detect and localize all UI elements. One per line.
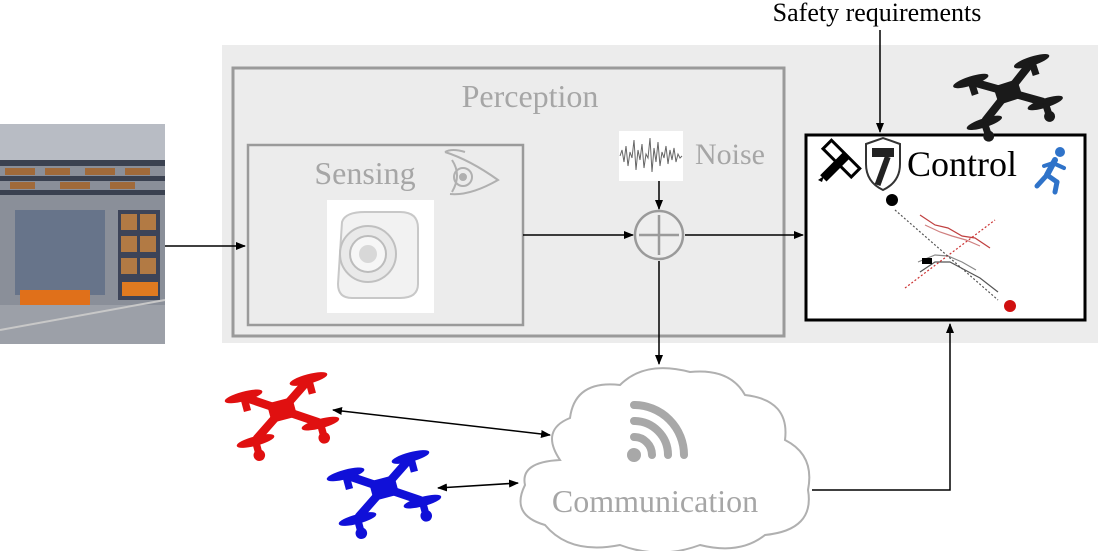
arrow-communication-to-control [812,323,954,491]
eye-icon [444,149,500,196]
summation-node-icon [633,209,685,261]
perception-label: Perception [462,78,599,114]
perception-box [231,66,786,338]
blue-drone-icon [326,448,446,543]
hammer-shield-icon [865,136,901,192]
control-label: Control [907,144,1017,184]
noise-label: Noise [695,138,765,171]
wifi-icon [627,401,688,462]
running-person-icon [1034,147,1066,195]
sensing-label: Sensing [314,155,415,191]
arrow-red-drone-communication [332,407,551,438]
red-drone-icon [224,370,344,465]
ruler-pencil-icon [818,138,862,182]
noise-waveform-icon [619,131,683,181]
arrow-blue-drone-communication [437,479,519,492]
communication-label: Communication [552,483,758,519]
camera-icon [327,200,434,313]
control-trajectory-figure [884,194,1018,312]
safety-requirements-label: Safety requirements [773,0,982,27]
communication-cloud [519,367,811,551]
warehouse-photo [0,124,166,344]
